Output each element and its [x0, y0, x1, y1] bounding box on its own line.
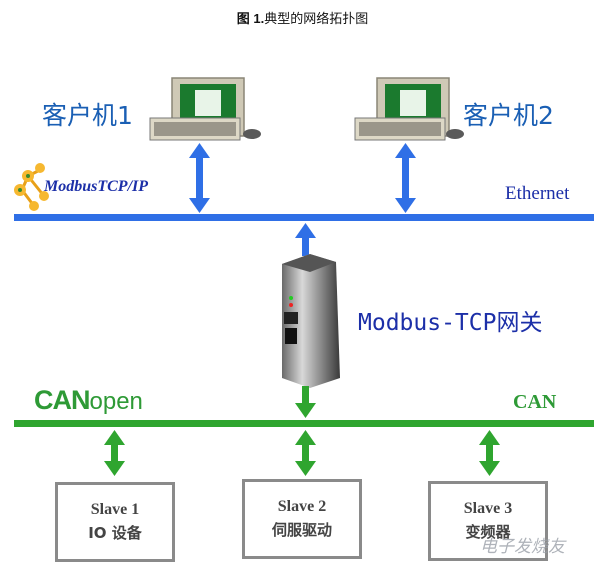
slave3-box: Slave 3 变频器 — [428, 481, 548, 561]
canopen-logo: CANopen — [34, 385, 143, 416]
slave2-desc: 伺服驱动 — [271, 521, 332, 539]
slave3-desc: 变频器 — [465, 523, 511, 541]
client2-label: 客户机2 — [463, 101, 554, 130]
client2-ethernet-arrow — [395, 143, 416, 213]
client1-computer-icon — [149, 77, 261, 141]
modbus-protocol-label: ModbusTCP/IP — [44, 178, 149, 195]
gateway-device-icon — [282, 254, 340, 388]
client2-computer-icon — [354, 77, 464, 141]
ethernet-label: Ethernet — [505, 183, 570, 204]
modbus-logo-icon — [14, 163, 49, 211]
can-bus — [14, 420, 594, 427]
canopen-logo-open: open — [89, 388, 143, 415]
gateway-ethernet-arrow — [295, 223, 316, 256]
slave1-desc: IO 设备 — [88, 524, 142, 542]
gateway-can-arrow — [295, 386, 316, 418]
figure-title-prefix: 图 1. — [236, 11, 265, 26]
watermark: 电子发烧友 — [480, 537, 565, 557]
slave1-can-arrow — [104, 430, 125, 476]
slave1-name: Slave 1 — [90, 501, 140, 518]
figure-title: 图 1.典型的网络拓扑图 — [0, 8, 605, 27]
slave1-box: Slave 1 IO 设备 — [55, 482, 175, 562]
can-label: CAN — [513, 391, 557, 413]
ethernet-bus — [14, 214, 594, 221]
slave3-can-arrow — [479, 430, 500, 476]
slave3-name: Slave 3 — [463, 500, 513, 517]
canopen-logo-can: CAN — [34, 385, 90, 415]
figure-title-text: 典型的网络拓扑图 — [264, 12, 369, 27]
slave2-name: Slave 2 — [277, 498, 327, 515]
client1-label: 客户机1 — [42, 101, 133, 130]
slave2-can-arrow — [295, 430, 316, 476]
slave2-box: Slave 2 伺服驱动 — [242, 479, 362, 559]
client1-ethernet-arrow — [189, 143, 210, 213]
gateway-label: Modbus-TCP网关 — [358, 310, 543, 336]
